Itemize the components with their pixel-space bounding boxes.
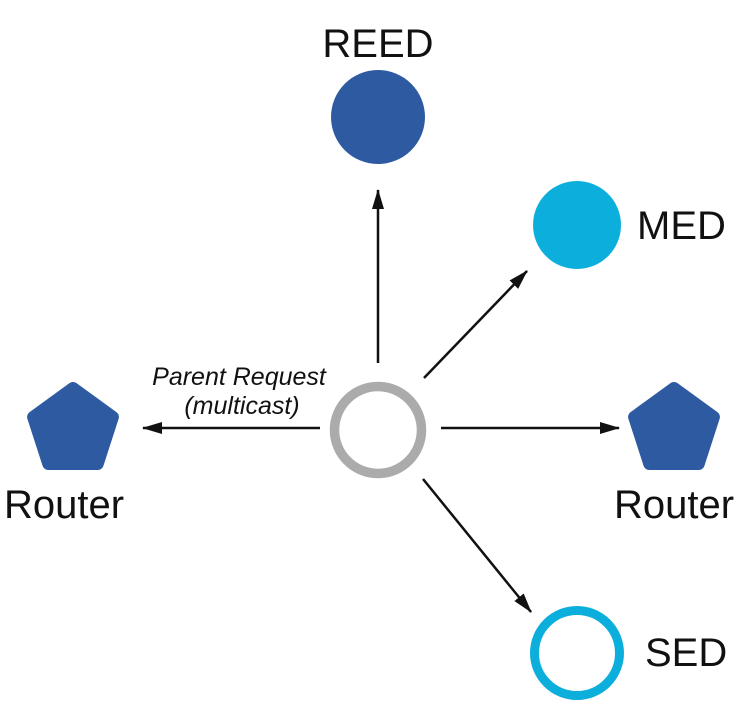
router-right-label: Router xyxy=(614,483,734,527)
med-node xyxy=(533,181,621,269)
med-label: MED xyxy=(637,204,726,248)
sed-node xyxy=(530,606,624,700)
sed-label: SED xyxy=(645,631,727,675)
arrow-center-to-sed xyxy=(422,478,532,613)
center-joining-node xyxy=(329,381,427,479)
router-left-label: Router xyxy=(4,483,124,527)
reed-label: REED xyxy=(322,22,433,66)
arrow-center-to-med xyxy=(423,270,528,379)
reed-node xyxy=(331,70,425,164)
router-left-node xyxy=(27,382,119,470)
parent-request-annotation-line1: Parent Request xyxy=(152,363,327,391)
parent-request-annotation-line2: (multicast) xyxy=(184,392,299,420)
router-right-node xyxy=(628,382,720,470)
